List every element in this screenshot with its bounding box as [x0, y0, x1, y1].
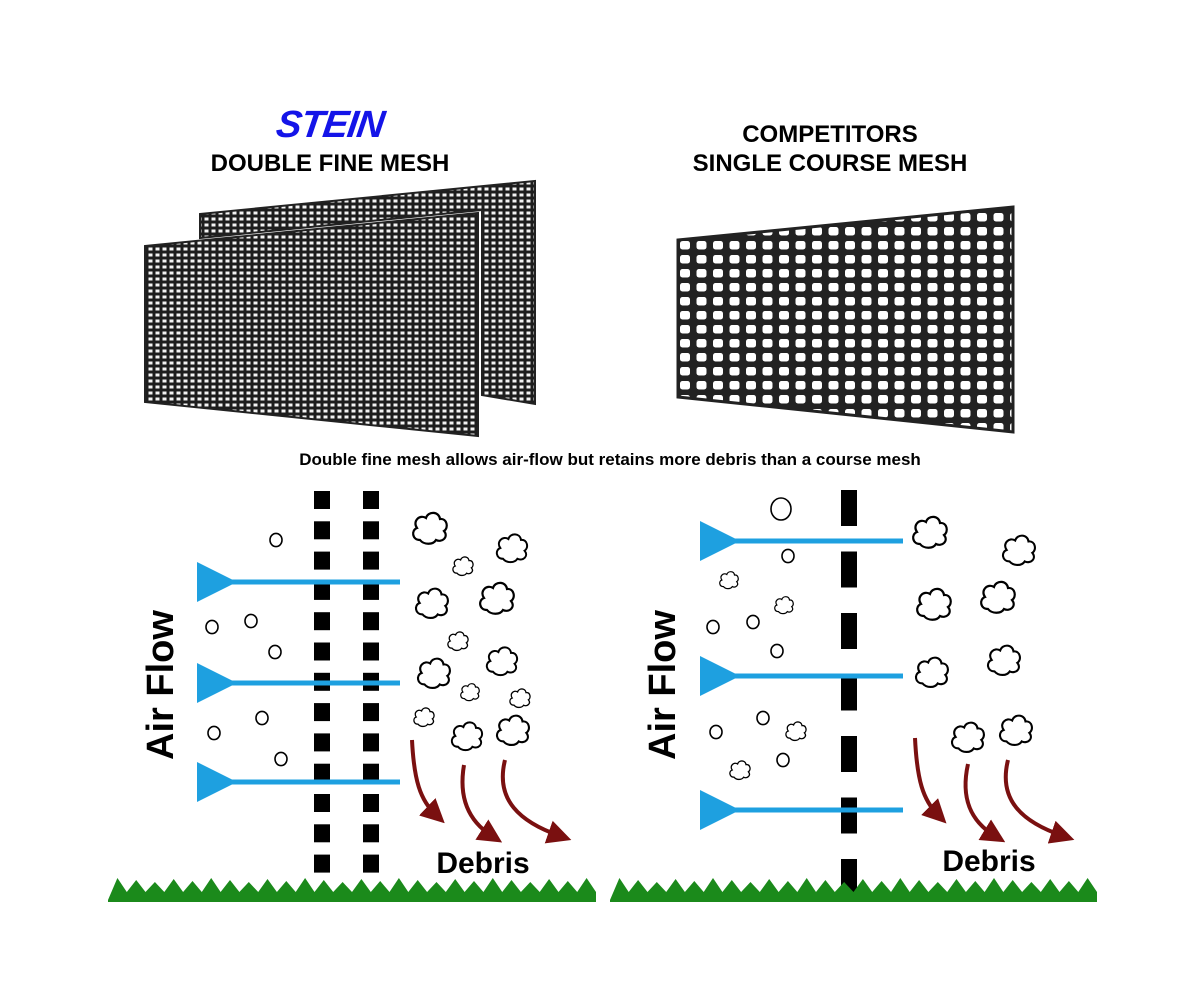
- debris-cloud: [719, 571, 739, 590]
- filter-bar-segment: [363, 733, 379, 752]
- debris-cloud: [774, 596, 794, 615]
- debris-label-right: Debris: [942, 845, 1035, 878]
- debris-cloud: [495, 533, 529, 564]
- filter-bar-segment: [363, 794, 379, 812]
- filter-bar-segment: [841, 551, 857, 588]
- debris-cloud: [912, 515, 948, 549]
- debris-cloud: [509, 688, 531, 709]
- debris-cloud: [450, 721, 484, 752]
- air-particles: [205, 497, 795, 768]
- filter-bar-segment: [314, 551, 330, 570]
- filter-bar-segment: [314, 794, 330, 812]
- filter-bar-segment: [363, 824, 379, 843]
- filter-bar-segment: [363, 491, 379, 509]
- double-fine-mesh-panel: [144, 179, 536, 438]
- filter-bar-segment: [314, 521, 330, 540]
- filter-bar-segment: [363, 642, 379, 661]
- debris-cloud: [729, 760, 751, 781]
- filter-bar-segment: [841, 797, 857, 834]
- debris-cloud: [950, 721, 985, 754]
- left-panel-title: DOUBLE FINE MESH: [210, 150, 450, 177]
- filter-bar-segment: [363, 581, 379, 600]
- filter-bar-segment: [314, 642, 330, 661]
- filter-bar-segment: [363, 854, 379, 873]
- filter-bar-segment: [363, 551, 379, 570]
- particle: [205, 619, 219, 635]
- particle: [770, 497, 792, 521]
- grass-ground: [108, 878, 1097, 902]
- particle: [770, 643, 784, 659]
- filter-bar-segment: [841, 490, 857, 526]
- diagram-caption: Double fine mesh allows air-flow but ret…: [299, 450, 921, 469]
- single-course-mesh-panel: [676, 205, 1015, 434]
- filter-bar-segment: [314, 581, 330, 600]
- particle: [756, 710, 770, 726]
- debris-arrow: [460, 764, 503, 843]
- filter-bar-segment: [314, 824, 330, 843]
- filter-bar-segment: [314, 612, 330, 631]
- filter-bar-segment: [841, 674, 857, 711]
- debris-arrow: [1003, 759, 1075, 844]
- debris-cloud: [986, 644, 1021, 677]
- particle: [255, 710, 269, 726]
- right-panel-title-line2: SINGLE COURSE MESH: [692, 150, 968, 177]
- debris-cloud: [485, 646, 519, 677]
- debris-cloud: [412, 511, 448, 545]
- filter-bar-segment: [841, 736, 857, 772]
- debris-arrow: [913, 737, 947, 824]
- particle: [776, 752, 790, 768]
- right-panel-title-line1: COMPETITORS: [742, 121, 918, 148]
- debris-arrows-left: [410, 739, 572, 844]
- air-flow-arrows-left: [197, 562, 400, 802]
- debris-cloud: [998, 714, 1033, 747]
- debris-arrow: [963, 763, 1006, 843]
- filter-bar-segment: [314, 763, 330, 782]
- particle: [268, 644, 282, 660]
- debris-cloud: [1001, 534, 1036, 567]
- debris-cloud: [479, 581, 515, 615]
- particle: [274, 751, 288, 767]
- particle: [269, 532, 283, 548]
- air-flow-arrows-right: [700, 521, 903, 830]
- debris-cloud: [452, 556, 474, 577]
- filter-bar-segment: [841, 613, 857, 649]
- debris-cloud: [785, 721, 807, 742]
- debris-label-left: Debris: [436, 847, 529, 880]
- debris-clouds: [412, 511, 1036, 781]
- debris-cloud: [447, 631, 469, 652]
- particle: [709, 724, 723, 740]
- double-filter-bars: [314, 491, 379, 873]
- debris-cloud: [414, 587, 449, 620]
- debris-arrow: [410, 739, 445, 824]
- filter-bar-segment: [363, 612, 379, 631]
- air-flow-label-right: Air Flow: [642, 610, 684, 760]
- filter-bar-segment: [363, 763, 379, 782]
- single-filter-bar: [841, 490, 857, 895]
- debris-cloud: [980, 580, 1016, 614]
- filter-bar-segment: [314, 491, 330, 509]
- debris-cloud: [495, 714, 530, 747]
- debris-cloud: [416, 657, 451, 690]
- debris-cloud: [914, 656, 949, 689]
- particle: [746, 614, 760, 630]
- air-flow-label-left: Air Flow: [140, 610, 182, 760]
- particle: [244, 613, 258, 629]
- filter-bar-segment: [314, 703, 330, 722]
- debris-cloud: [460, 683, 480, 702]
- filter-bar-segment: [363, 521, 379, 540]
- particle: [781, 548, 795, 564]
- debris-arrow: [500, 759, 572, 844]
- debris-arrows-right: [913, 737, 1075, 844]
- filter-bar-segment: [314, 854, 330, 873]
- particle: [706, 619, 720, 635]
- particle: [207, 725, 221, 741]
- debris-cloud: [916, 587, 952, 621]
- filter-bar-segment: [363, 703, 379, 722]
- debris-cloud: [413, 707, 435, 728]
- filter-bar-segment: [314, 733, 330, 752]
